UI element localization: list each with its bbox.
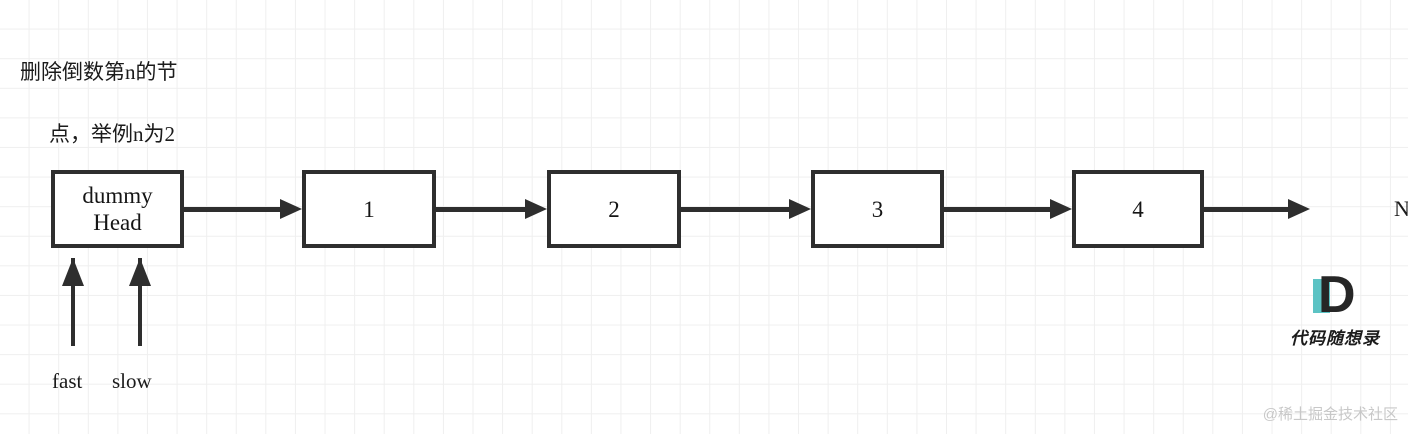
arrow-head-icon (62, 258, 84, 286)
watermark-text: @稀土掘金技术社区 (1262, 406, 1398, 423)
list-node-label: 3 (871, 196, 884, 222)
arrow-head-icon (525, 199, 547, 219)
list-node-label: 4 (1132, 196, 1144, 222)
diagram-title-line2: 点，举例n为2 (49, 122, 175, 146)
arrow-shaft (681, 207, 789, 212)
arrow-head-icon (280, 199, 302, 219)
list-node-4: 4 (1072, 170, 1204, 248)
list-node-label: 1 (363, 196, 375, 222)
arrow-shaft (1204, 207, 1288, 212)
list-node-2: 2 (547, 170, 681, 248)
arrow-2-to-3 (681, 197, 811, 221)
arrow-head-icon (1288, 199, 1310, 219)
arrow-head-icon (789, 199, 811, 219)
brand-logo: D 代码随想录 (1262, 266, 1408, 354)
list-node-1: 1 (302, 170, 436, 248)
tail-null-label: NULL (1394, 196, 1408, 221)
arrow-shaft (184, 207, 280, 212)
list-node-3: 3 (811, 170, 944, 248)
list-node-dummyhead: dummy Head (51, 170, 184, 248)
list-node-label: dummy Head (82, 183, 153, 235)
logo-letter: D (1318, 266, 1356, 324)
arrow-1-to-2 (436, 197, 547, 221)
pointer-arrow-slow (129, 258, 151, 346)
logo-accent-block (1313, 279, 1330, 313)
arrow-shaft (138, 258, 142, 346)
diagram-title-line1: 删除倒数第n的节 (20, 60, 178, 84)
logo-d-icon: D (1300, 266, 1370, 324)
arrow-shaft (944, 207, 1050, 212)
pointer-label-fast: fast (52, 369, 83, 393)
arrow-4-to-null (1204, 197, 1310, 221)
brand-name: 代码随想录 (1290, 329, 1380, 348)
arrow-shaft (71, 258, 75, 346)
arrow-head-icon (129, 258, 151, 286)
arrow-shaft (436, 207, 525, 212)
list-node-label: 2 (608, 196, 620, 222)
diagram-title: 删除倒数第n的节 点，举例n为2 (14, 26, 234, 181)
arrow-head-icon (1050, 199, 1072, 219)
pointer-label-slow: slow (112, 369, 152, 393)
arrow-3-to-4 (944, 197, 1072, 221)
pointer-arrow-fast (62, 258, 84, 346)
arrow-dummyhead-to-1 (184, 197, 302, 221)
